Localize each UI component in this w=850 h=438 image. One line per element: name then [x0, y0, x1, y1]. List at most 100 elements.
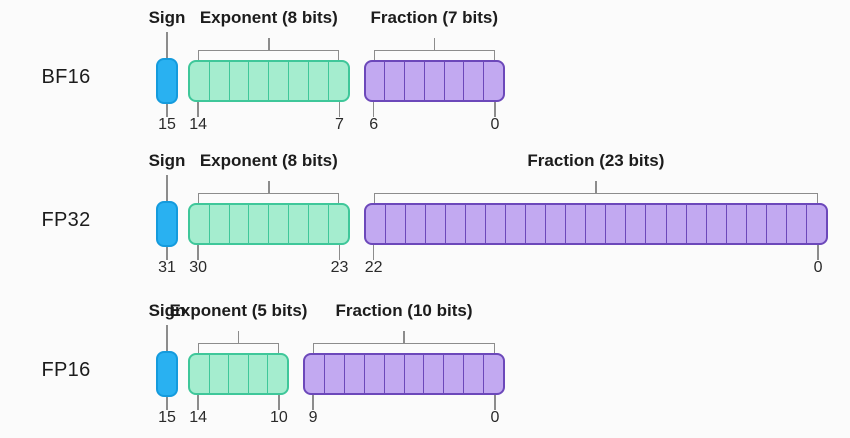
bit-cell: [446, 205, 466, 243]
bit-cell: [230, 62, 250, 100]
exponent-high-tick: [197, 395, 199, 410]
bit-cell: [586, 205, 607, 243]
bit-cell: [309, 205, 329, 243]
fraction-low-tick: [494, 102, 496, 117]
bit-cell: [385, 62, 406, 100]
bit-cell: [385, 355, 405, 393]
bit-cell: [807, 205, 826, 243]
bit-cell: [366, 205, 386, 243]
bit-cell: [626, 205, 647, 243]
exponent-bracket-center-tick: [237, 331, 240, 344]
bit-cell: [190, 355, 210, 393]
bit-cell: [289, 62, 309, 100]
sign-label: Sign: [148, 8, 186, 27]
bit-cell: [486, 205, 507, 243]
exponent-high-bit-number: 14: [189, 409, 207, 426]
fraction-high-tick: [372, 245, 375, 260]
bit-cell: [546, 205, 567, 243]
sign-connector-top: [166, 175, 168, 201]
format-name: BF16: [41, 66, 91, 88]
fraction-high-tick: [372, 102, 375, 117]
bit-cell: [190, 205, 210, 243]
exponent-low-tick: [338, 245, 341, 260]
bit-cell: [444, 355, 465, 393]
bit-cell: [269, 205, 290, 243]
sign-bit-number: 15: [158, 409, 176, 426]
bit-cell: [249, 355, 269, 393]
bit-cell: [526, 205, 547, 243]
sign-connector-top: [166, 325, 168, 351]
fraction-block: [303, 353, 505, 395]
exponent-bracket-center-tick: [268, 181, 270, 194]
bit-cell: [426, 205, 446, 243]
sign-connector-bottom: [166, 397, 168, 410]
sign-connector-bottom: [166, 104, 168, 117]
bit-cell: [787, 205, 807, 243]
bit-cell: [767, 205, 787, 243]
bit-cell: [210, 355, 230, 393]
exponent-block: [188, 203, 350, 245]
sign-connector-top: [166, 32, 168, 58]
sign-bit-box: [156, 351, 178, 397]
exponent-low-bit-number: 7: [335, 116, 344, 133]
exponent-low-bit-number: 23: [330, 259, 349, 276]
bit-cell: [445, 62, 465, 100]
exponent-label: Exponent (8 bits): [199, 151, 338, 170]
bit-cell: [345, 355, 365, 393]
fraction-block: [363, 60, 505, 102]
bit-cell: [406, 205, 426, 243]
sign-bit-number: 15: [158, 116, 176, 133]
bit-cell: [464, 355, 485, 393]
bit-cell: [386, 205, 406, 243]
fraction-bracket-center-tick: [433, 38, 436, 51]
fraction-low-bit-number: 0: [490, 409, 500, 426]
bit-cell: [366, 62, 386, 100]
sign-bit-box: [156, 58, 178, 104]
bit-cell: [484, 62, 503, 100]
exponent-block: [188, 60, 350, 102]
bit-cell: [269, 62, 290, 100]
bit-cell: [566, 205, 587, 243]
bit-cell: [466, 205, 486, 243]
bit-cell: [329, 62, 348, 100]
fraction-bracket-center-tick: [595, 181, 597, 194]
bit-cell: [365, 355, 385, 393]
exponent-high-tick: [197, 245, 199, 260]
bit-cell: [606, 205, 627, 243]
fraction-label: Fraction (23 bits): [527, 151, 665, 170]
format-name: FP32: [41, 209, 91, 231]
bit-cell: [190, 62, 210, 100]
bit-cell: [268, 355, 287, 393]
fraction-high-bit-number: 6: [369, 116, 379, 133]
fraction-low-tick: [494, 395, 496, 410]
exponent-low-bit-number: 10: [269, 409, 288, 426]
bit-cell: [464, 62, 485, 100]
sign-label: Sign: [148, 151, 186, 170]
exponent-high-tick: [197, 102, 199, 117]
bit-cell: [424, 355, 445, 393]
format-name: FP16: [41, 359, 91, 381]
bit-cell: [309, 62, 329, 100]
sign-label: Sign: [148, 301, 186, 320]
bit-cell: [405, 62, 425, 100]
bit-cell: [707, 205, 727, 243]
bit-cell: [405, 355, 425, 393]
bit-cell: [305, 355, 325, 393]
bit-cell: [230, 205, 250, 243]
bit-cell: [747, 205, 767, 243]
bit-cell: [425, 62, 445, 100]
exponent-high-bit-number: 14: [189, 116, 207, 133]
sign-bit-box: [156, 201, 178, 247]
exponent-high-bit-number: 30: [189, 259, 207, 276]
fraction-high-tick: [312, 395, 314, 410]
exponent-low-tick: [278, 395, 280, 410]
bit-cell: [229, 355, 249, 393]
bit-cell: [484, 355, 503, 393]
fraction-high-bit-number: 9: [308, 409, 318, 426]
bit-cell: [289, 205, 309, 243]
bit-cell: [325, 355, 345, 393]
